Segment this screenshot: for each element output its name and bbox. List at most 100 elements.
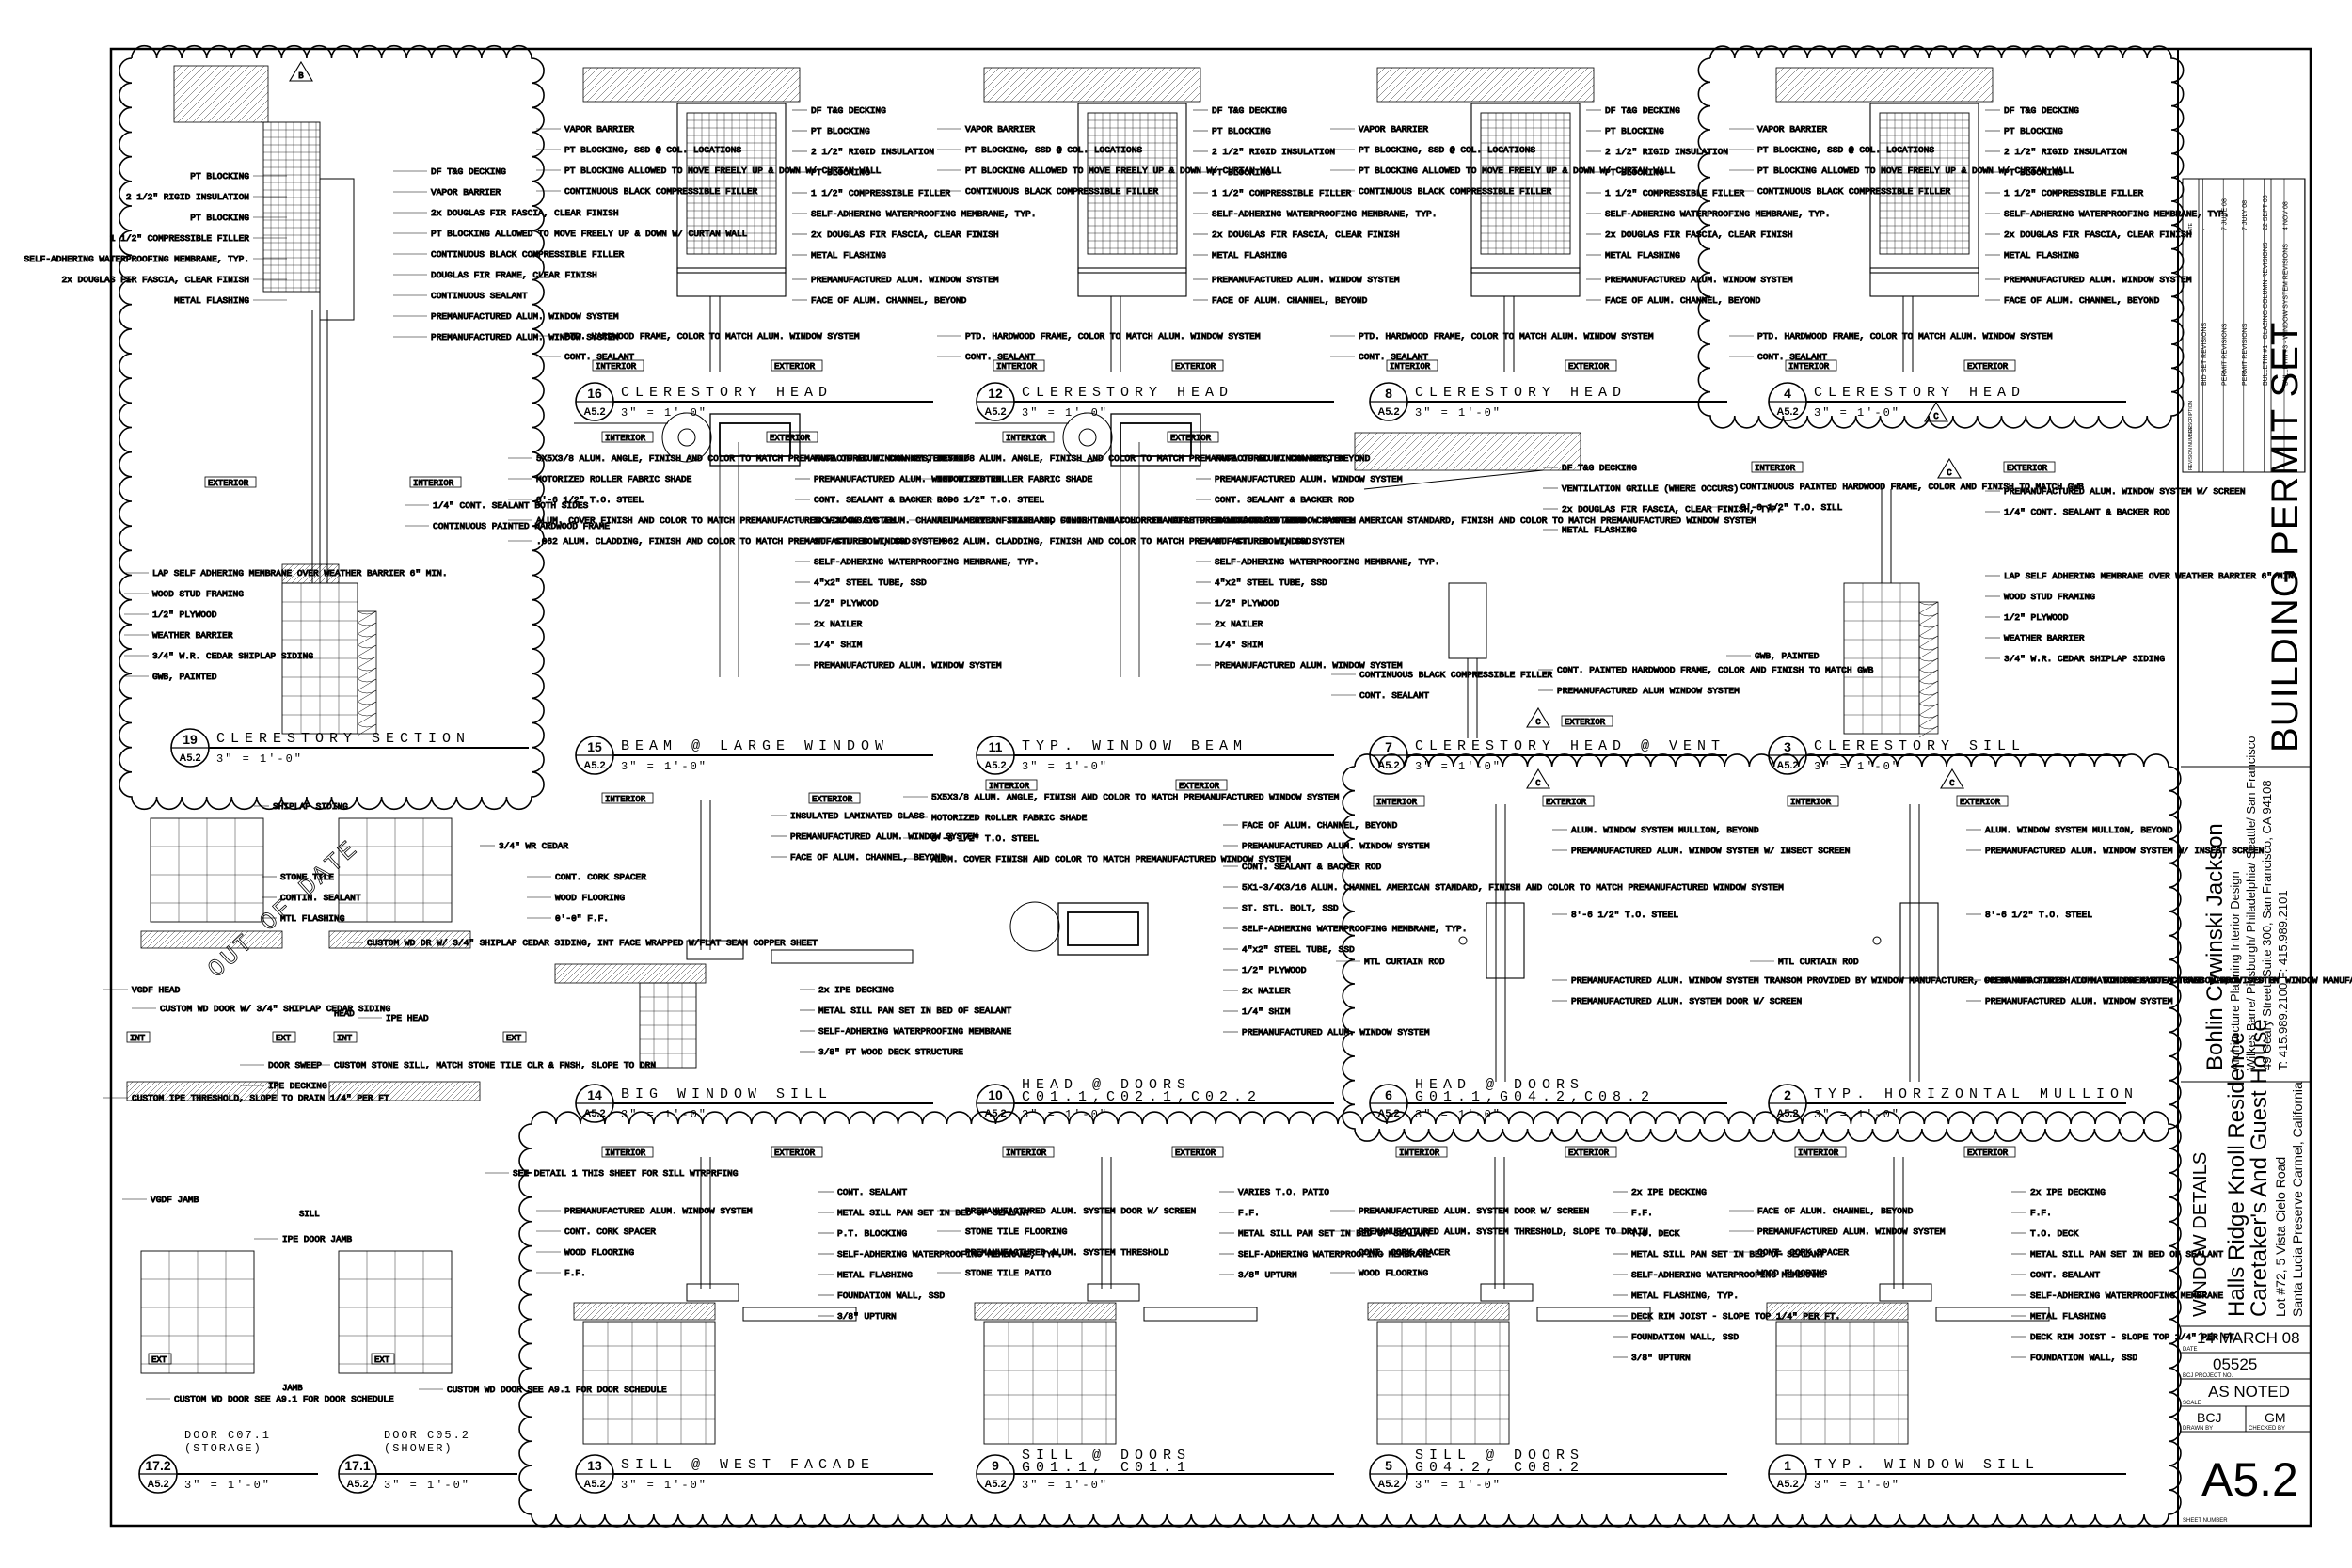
revision-row: BULLETIN #3 - WINDOW SYSTEM REVISIONS <box>2282 244 2289 386</box>
callout-note: FOUNDATION WALL, SSD <box>2030 1353 2137 1363</box>
callout-note: DF T&G DECKING <box>811 105 886 116</box>
revision-cloud <box>119 44 545 811</box>
revision-triangle-label: C <box>1535 718 1541 727</box>
callout-note: 4"x2" STEEL TUBE, SSD <box>1215 578 1327 588</box>
detail-sheet-ref: A5.2 <box>1776 1108 1798 1119</box>
callout-note: ST. STL. BOLT, SSD <box>1242 903 1339 913</box>
grid-fill <box>1843 582 1920 735</box>
detail-scale: 3" = 1'-0" <box>216 752 303 766</box>
callout-note: PT BLOCKING ALLOWED TO MOVE FREELY UP & … <box>1757 166 2074 176</box>
detail-title-text: DOOR C07.1 <box>184 1429 271 1442</box>
revision-date-text: - <box>2201 228 2208 230</box>
callout-note: CONT. SEALANT & BACKER ROD <box>1242 862 1382 872</box>
revision-header: REVISION NUMBER <box>2188 426 2194 470</box>
callout-note: SELF-ADHERING WATERPROOFING MEMBRANE <box>818 1026 1012 1037</box>
callout-note: 2 1/2" RIGID INSULATION <box>1605 147 1728 157</box>
callout-note: CONT. SEALANT & BACKER ROD <box>814 495 954 505</box>
callout-note: PREMANUFACTURED ALUM. WINDOW SYSTEM W/ I… <box>1985 846 2264 856</box>
sheet-title: WINDOW DETAILS <box>2190 1152 2211 1317</box>
callout-note: METAL SILL PAN SET IN BED OF SEALANT <box>1238 1228 1432 1239</box>
grid-fill <box>1480 112 1571 255</box>
callout-note: CONTINUOUS BLACK COMPRESSIBLE FILLER <box>431 249 625 260</box>
interior-tag: INTERIOR <box>1399 1148 1440 1158</box>
revision-triangle <box>1937 457 1962 479</box>
int-tag: INT <box>337 1034 353 1043</box>
grid-fill <box>150 817 264 923</box>
revision-triangle <box>1526 768 1550 789</box>
callout-note: CONT. SEALANT <box>837 1187 907 1197</box>
hatch <box>974 1302 1117 1321</box>
drawn-by-label: DRAWN BY <box>2183 1426 2213 1432</box>
callout-note: DECK RIM JOIST - SLOPE TOP 1/4" PER FT. <box>1631 1311 1840 1322</box>
callout-note: 5X5X3/8 ALUM. ANGLE, FINISH AND COLOR TO… <box>937 453 1345 464</box>
callout-note: METAL FLASHING <box>837 1270 913 1280</box>
callout-note: CONTINUOUS BLACK COMPRESSIBLE FILLER <box>965 186 1159 197</box>
project-number-value: 05525 <box>2213 1355 2257 1373</box>
exterior-tag: EXTERIOR <box>1568 1148 1610 1158</box>
callout-note: 8'-6 1/2" T.O. STEEL <box>536 495 644 505</box>
callout-note: ALUM. WINDOW SYSTEM MULLION, BEYOND <box>1571 825 1759 835</box>
detail-title-text: CLERESTORY SECTION <box>216 731 470 747</box>
revision-triangle <box>1940 768 1964 789</box>
hatch <box>582 67 801 103</box>
interior-tag: INTERIOR <box>1790 798 1832 807</box>
callout-note: FACE OF ALUM. CHANNEL, BEYOND <box>814 453 970 464</box>
revision-header-description: DESCRIPTION <box>2188 400 2194 433</box>
callout-note: 1 1/2" COMPRESSIBLE FILLER <box>2004 188 2144 198</box>
detail-sheet-ref: A5.2 <box>1377 1108 1399 1119</box>
scale-label: SCALE <box>2183 1401 2201 1406</box>
detail-title-text: TYP. WINDOW SILL <box>1814 1457 2040 1473</box>
revision-triangle-label: C <box>1535 779 1541 788</box>
callout-note: CONT. CORK SPACER <box>1359 1247 1450 1258</box>
callout-note: PREMANUFACTURED ALUM. SYSTEM THRESHOLD <box>965 1247 1169 1258</box>
callout-note: IPE HEAD <box>386 1013 429 1023</box>
callout-note: PREMANUFACTURED ALUM. WINDOW SYSTEM <box>814 660 1002 671</box>
callout-note: DF T&G DECKING <box>1562 463 1637 473</box>
callout-note: PTD. HARDWOOD FRAME, COLOR TO MATCH ALUM… <box>965 331 1261 341</box>
detail-subtitle-text: (SHOWER) <box>384 1442 453 1455</box>
callout-note: SELF-ADHERING WATERPROOFING MEMBRANE, TY… <box>1242 924 1467 934</box>
callout-note: 5X5X3/8 ALUM. ANGLE, FINISH AND COLOR TO… <box>536 453 945 464</box>
interior-tag: INTERIOR <box>605 434 646 443</box>
callout-note: MOTORIZED ROLLER FABRIC SHADE <box>937 474 1093 484</box>
hatch <box>1376 67 1595 103</box>
exterior-tag: EXTERIOR <box>1175 362 1216 372</box>
callout-note: 3/4" W.R. CEDAR SHIPLAP SIDING <box>152 651 313 661</box>
callout-note: SELF-ADHERING WATERPROOFING MEMBRANE, TY… <box>2004 209 2229 219</box>
exterior-tag: EXTERIOR <box>1170 434 1212 443</box>
callout-note: PREMANUFACTURED ALUM. WINDOW SYSTEM TRAN… <box>1571 975 2280 986</box>
callout-note: F.F. <box>1631 1208 1653 1218</box>
detail-sheet-ref: A5.2 <box>1776 406 1798 418</box>
callout-note: PT BLOCKING <box>2004 126 2063 136</box>
callout-note: 8'-6 1/2" T.O. STEEL <box>1571 910 1678 920</box>
revision-header-desc: DESCRIPTION <box>2188 400 2194 433</box>
permit-set-label: BUILDING PERMIT SET <box>2265 322 2306 752</box>
callout-note: CUSTOM STONE SILL, MATCH STONE TILE CLR … <box>334 1060 656 1070</box>
exterior-tag: EXTERIOR <box>774 362 816 372</box>
callout-note: METAL FLASHING, TYP. <box>1631 1291 1739 1301</box>
detail-sheet-ref: A5.2 <box>583 1108 605 1119</box>
interior-tag: INTERIOR <box>989 782 1030 791</box>
project-line2: Caretaker's And Guest House <box>2247 1019 2272 1317</box>
revision-cloud <box>1342 753 2182 1142</box>
callout-note: IPE DECKING <box>268 1081 327 1091</box>
interior-tag: INTERIOR <box>605 795 646 804</box>
callout-note: CONTINUOUS PAINTED HARDWOOD FRAME <box>433 521 610 531</box>
detail-number: 6 <box>1385 1087 1392 1102</box>
callout-note: 1 1/2" COMPRESSIBLE FILLER <box>1212 188 1352 198</box>
callout-note: FOUNDATION WALL, SSD <box>837 1291 945 1301</box>
project-line4: Santa Lucia Preserve Carmel, California <box>2290 1082 2305 1317</box>
callout-note: PT BLOCKING ALLOWED TO MOVE FREELY UP & … <box>431 229 748 239</box>
callout-note: PT BLOCKING <box>2004 167 2063 178</box>
callout-note: FACE OF ALUM. CHANNEL, BEYOND <box>1757 1206 1914 1216</box>
callout-note: SELF-ADHERING WATERPROOFING MEMBRANE, TY… <box>811 209 1036 219</box>
detail-scale: 3" = 1'-0" <box>621 406 707 420</box>
jamb-marker: JAMB <box>282 1384 303 1393</box>
callout-note: CONT. SEALANT <box>1757 352 1827 362</box>
